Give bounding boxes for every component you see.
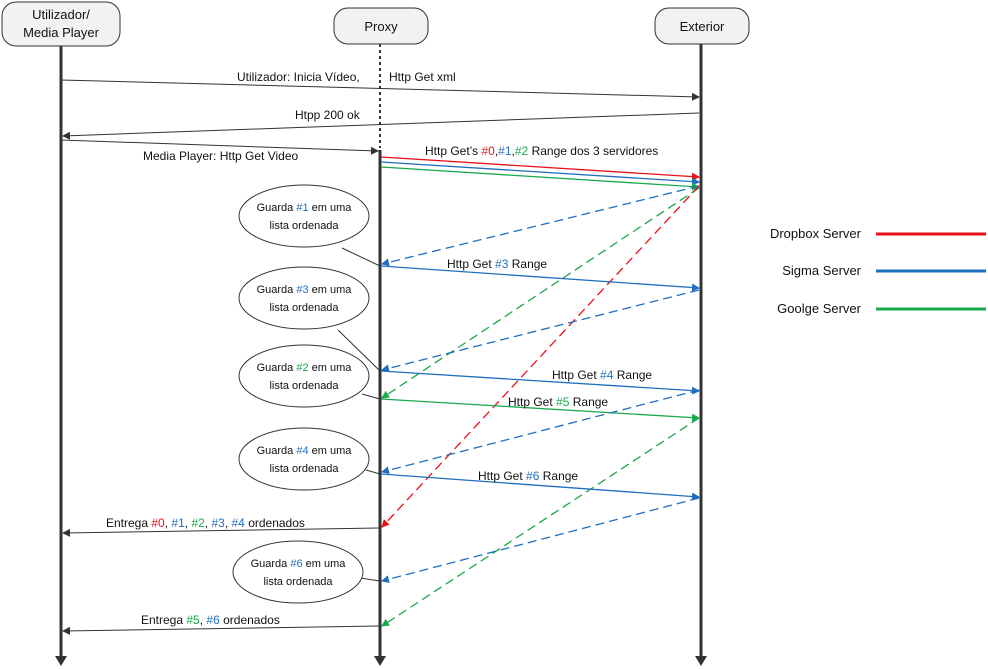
svg-text:Guarda #6 em uma: Guarda #6 em uma <box>251 558 347 570</box>
note-2-connector <box>337 329 381 372</box>
msg-inicia-video-arrow <box>60 79 700 101</box>
msg-get3-label: Http Get #3 Range <box>447 257 547 271</box>
msg-get-video-label: Media Player: Http Get Video <box>143 149 299 163</box>
msg-get3-arrow <box>380 265 700 292</box>
lifeline-user-arrow <box>55 656 67 666</box>
note-guarda-6: Guarda #6 em uma lista ordenada <box>232 540 364 604</box>
resp-5-google-dashed <box>381 417 700 627</box>
msg-entrega-2-label: Entrega #5, #6 ordenados <box>141 613 280 627</box>
note-3-connector <box>361 393 381 400</box>
participant-user-line1: Utilizador/ <box>32 7 90 22</box>
note-1-connector <box>341 247 381 267</box>
msg-get4-arrow <box>380 370 700 395</box>
legend-google-label: Goolge Server <box>777 301 861 316</box>
resp-6-sigma-dashed <box>381 497 700 584</box>
svg-text:Guarda #1 em uma: Guarda #1 em uma <box>257 202 353 214</box>
svg-text:Guarda #4 em uma: Guarda #4 em uma <box>257 445 353 457</box>
resp-1-sigma-dashed <box>381 185 700 267</box>
msg-get1-sigma-arrow <box>380 161 700 186</box>
participant-proxy-label: Proxy <box>364 19 398 34</box>
msg-get0-dropbox-arrow <box>380 156 700 181</box>
resp-2-google-dashed <box>381 187 700 399</box>
note-guarda-1: Guarda #1 em uma lista ordenada <box>238 184 370 248</box>
resp-0-dropbox-dashed <box>381 185 700 528</box>
msg-get6-label: Http Get #6 Range <box>478 469 578 483</box>
msg-entrega-1-label: Entrega #0, #1, #2, #3, #4 ordenados <box>106 516 305 530</box>
svg-text:lista ordenada: lista ordenada <box>263 576 333 588</box>
msg-get5-arrow <box>380 398 700 422</box>
svg-text:lista ordenada: lista ordenada <box>269 220 339 232</box>
msg-get2-google-arrow <box>380 166 700 191</box>
resp-4-sigma-dashed <box>381 389 700 475</box>
legend-dropbox-label: Dropbox Server <box>770 226 862 241</box>
msg-get-video-arrow <box>60 139 379 155</box>
note-guarda-4: Guarda #4 em uma lista ordenada <box>238 427 370 491</box>
svg-text:lista ordenada: lista ordenada <box>269 302 339 314</box>
participant-exterior-label: Exterior <box>680 19 725 34</box>
svg-text:Guarda #3 em uma: Guarda #3 em uma <box>257 284 353 296</box>
msg-http-get-xml-label: Http Get xml <box>389 70 456 84</box>
lifeline-exterior-arrow <box>695 656 707 666</box>
note-4-connector <box>365 469 381 475</box>
participant-user: Utilizador/ Media Player <box>1 1 121 47</box>
msg-entrega-2-arrow <box>62 625 380 635</box>
msg-inicia-video-label: Utilizador: Inicia Vídeo, <box>237 70 360 84</box>
note-guarda-3: Guarda #3 em uma lista ordenada <box>238 266 370 330</box>
participant-exterior: Exterior <box>654 7 750 45</box>
resp-3-sigma-dashed <box>381 289 700 373</box>
msg-get5-label: Http Get #5 Range <box>508 395 608 409</box>
msg-gets-label: Http Get’s #0,#1,#2 Range dos 3 servidor… <box>425 144 658 158</box>
participant-user-line2: Media Player <box>23 25 100 40</box>
msg-get6-arrow <box>380 473 700 501</box>
legend-sigma-label: Sigma Server <box>782 263 861 278</box>
msg-200-ok-arrow <box>62 112 700 140</box>
msg-entrega-1-arrow <box>62 527 380 537</box>
svg-text:lista ordenada: lista ordenada <box>269 463 339 475</box>
legend: Dropbox Server Sigma Server Goolge Serve… <box>770 226 986 316</box>
note-5-connector <box>359 577 381 582</box>
svg-text:Guarda #2 em uma: Guarda #2 em uma <box>257 362 353 374</box>
msg-get4-label: Http Get #4 Range <box>552 368 652 382</box>
participant-proxy: Proxy <box>333 7 429 45</box>
lifeline-proxy-arrow <box>374 656 386 666</box>
msg-200-ok-label: Htpp 200 ok <box>295 108 361 122</box>
svg-text:lista ordenada: lista ordenada <box>269 380 339 392</box>
note-guarda-2: Guarda #2 em uma lista ordenada <box>238 344 370 408</box>
